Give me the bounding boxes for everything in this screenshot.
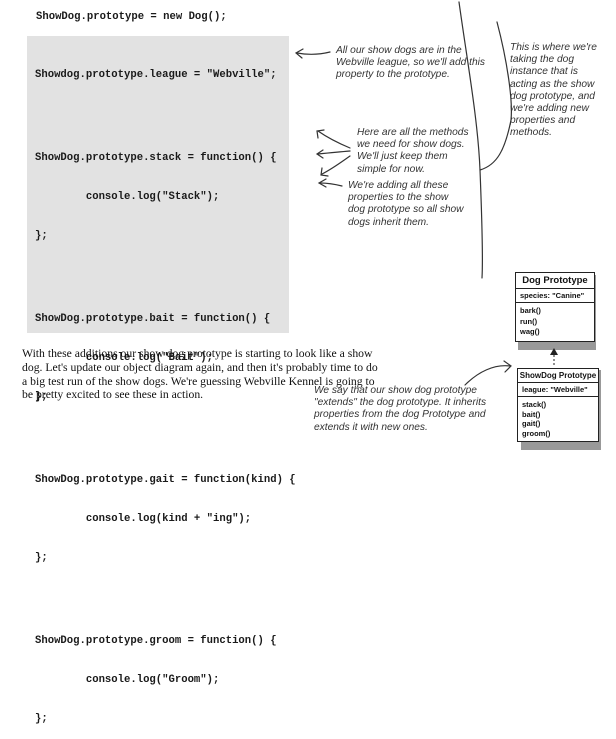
code-line: }; — [35, 230, 48, 242]
body-paragraph: With these additions our show dog protot… — [22, 347, 378, 402]
method-label: gait() — [522, 419, 541, 429]
code-line: console.log("Stack"); — [35, 191, 220, 203]
showdog-prototype-property: league: "Webville" — [518, 383, 598, 397]
showdog-prototype-methods: stack() bait() gait() groom() — [518, 397, 598, 441]
inheritance-link — [550, 348, 558, 367]
code-line: }; — [35, 552, 48, 564]
instance-bracket — [458, 1, 483, 279]
inherit-annotation: We're adding all these properties to the… — [348, 180, 464, 228]
dog-prototype-title: Dog Prototype — [516, 273, 594, 289]
dog-prototype-methods: bark() run() wag() — [516, 303, 594, 341]
code-line: }; — [35, 391, 48, 403]
method-label: bark() — [520, 306, 541, 315]
dog-prototype-box: Dog Prototype species: "Canine" bark() r… — [515, 272, 595, 342]
league-annotation: All our show dogs are in the Webville le… — [336, 45, 485, 81]
method-label: run() — [520, 316, 538, 326]
code-line: ShowDog.prototype.groom = function() { — [35, 635, 277, 647]
method-label: bait() — [522, 409, 541, 419]
prototype-assignment-line: ShowDog.prototype = new Dog(); — [36, 11, 227, 23]
league-arrow — [296, 51, 331, 55]
code-line: Showdog.prototype.league = "Webville"; — [35, 69, 277, 81]
method-label: wag() — [520, 327, 540, 336]
methods-annotation: Here are all the methods we need for sho… — [357, 127, 469, 175]
code-line: ShowDog.prototype.bait = function() { — [35, 313, 271, 325]
method-label: stack() — [522, 400, 547, 409]
showdog-prototype-box: ShowDog Prototype league: "Webville" sta… — [517, 368, 599, 443]
inherit-arrow — [319, 182, 343, 187]
code-line: ShowDog.prototype.stack = function() { — [35, 152, 277, 164]
extends-arrow — [464, 365, 511, 386]
code-line: }; — [35, 713, 48, 725]
dog-prototype-property: species: "Canine" — [516, 289, 594, 303]
method-label: groom() — [522, 428, 551, 438]
code-line: console.log("Groom"); — [35, 674, 220, 686]
code-line: ShowDog.prototype.gait = function(kind) … — [35, 474, 296, 486]
instance-pointer — [479, 21, 512, 171]
showdog-prototype-title: ShowDog Prototype — [518, 369, 598, 383]
instance-annotation: This is where we're taking the dog insta… — [510, 42, 597, 139]
code-line: console.log(kind + "ing"); — [35, 513, 252, 525]
code-block-background — [27, 36, 289, 333]
code-line: console.log("Bait"); — [35, 352, 214, 364]
annotation-arrows — [294, 1, 512, 386]
extends-annotation: We say that our show dog prototype "exte… — [314, 385, 487, 433]
